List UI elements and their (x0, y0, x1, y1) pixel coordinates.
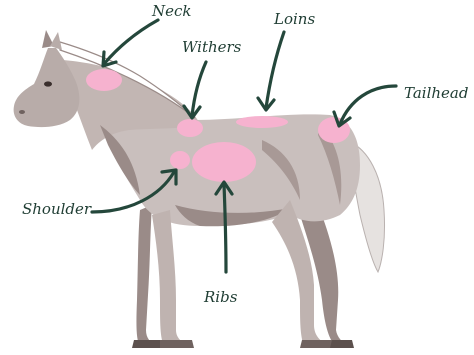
horse-near-fore-leg (152, 210, 190, 346)
horse-ear (50, 32, 62, 50)
label-tailhead: Tailhead (404, 84, 468, 102)
horse-head (14, 48, 80, 127)
horse-hoof (132, 340, 160, 348)
horse-eye (44, 81, 52, 86)
highlight-shoulder (170, 151, 190, 169)
arrow-loins (266, 32, 284, 108)
horse-hoof (330, 340, 354, 348)
highlight-withers (177, 119, 203, 137)
label-neck: Neck (151, 2, 192, 20)
arrow-ribs (224, 184, 226, 272)
highlight-ribs (192, 142, 256, 182)
highlight-loins (236, 116, 288, 128)
horse-hoof (300, 340, 334, 348)
label-loins: Loins (273, 10, 315, 28)
horse-nostril (19, 110, 25, 114)
label-ribs: Ribs (203, 288, 238, 306)
arrow-neck (104, 20, 158, 64)
label-shoulder: Shoulder (22, 200, 92, 218)
horse-hoof (158, 340, 194, 348)
label-withers: Withers (182, 38, 242, 56)
highlight-neck (86, 69, 122, 91)
